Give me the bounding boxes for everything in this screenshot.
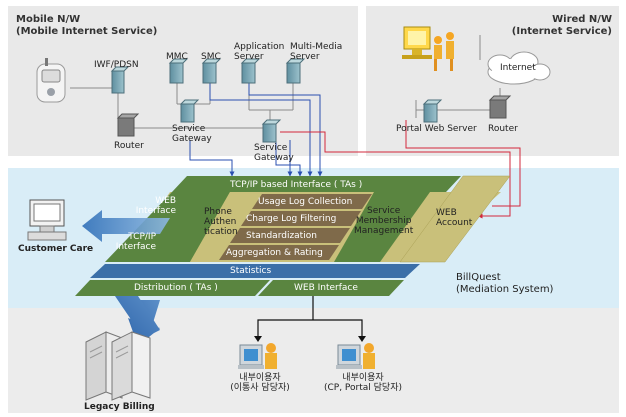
legacy-arrow-body (115, 296, 160, 342)
customer-care-pc-icon (27, 199, 67, 241)
red-data-lines (280, 120, 521, 219)
internal-user-2-icon (336, 343, 375, 369)
mobile-network-title: Mobile N/W(Mobile Internet Service) (16, 14, 158, 37)
multimedia-server-icon (285, 58, 306, 84)
mobile-phone-icon (36, 58, 66, 103)
mobile-router-icon (116, 113, 140, 137)
customer-care-label: Customer Care (18, 244, 94, 254)
statistics-label: Statistics (230, 266, 272, 276)
aggregation-label: Aggregation & Rating (226, 248, 323, 258)
blue-data-lines (189, 80, 323, 177)
customer-care-arrow (82, 210, 170, 242)
distribution-label: Distribution ( TAs ) (134, 283, 218, 293)
application-server-icon (240, 58, 261, 84)
tcpip-interface-bar-label: TCP/IP based Interface ( TAs ) (230, 180, 363, 190)
smc-label: SMC (201, 52, 221, 62)
legacy-billing-servers-icon (85, 331, 151, 401)
internal-user-1-label: 내부이용자(이통사 담당자) (230, 373, 290, 393)
internet-cloud-icon (487, 51, 551, 85)
billquest-platform (75, 175, 511, 296)
internal-users-connector (257, 296, 363, 338)
mmc-server-icon (168, 58, 189, 84)
charge-log-label: Charge Log Filtering (246, 214, 337, 224)
billquest-label: BillQuest(Mediation System) (456, 272, 554, 295)
iwf-pdsn-label: IWF/PDSN (94, 60, 139, 70)
home-user-pc-icon (402, 26, 454, 71)
wired-router-label: Router (488, 124, 518, 134)
wired-router-icon (488, 95, 512, 119)
smc-server-icon (201, 58, 222, 84)
usage-log-label: Usage Log Collection (258, 197, 353, 207)
mobile-router-label: Router (114, 141, 144, 151)
iwf-pdsn-server-icon (110, 66, 130, 94)
service-gateway-2-icon (261, 119, 282, 143)
internal-user-2-label: 내부이용자(CP, Portal 담당자) (323, 373, 402, 393)
internet-label: Internet (500, 63, 536, 73)
legacy-billing-label: Legacy Billing (84, 402, 155, 412)
internal-user-1-icon (238, 343, 277, 369)
mmc-label: MMC (166, 52, 188, 62)
standardization-label: Standardization (246, 231, 317, 241)
web-interface-bottom-label: WEB Interface (294, 283, 358, 293)
wired-network-title: Wired N/W(Internet Service) (511, 14, 612, 37)
portal-web-server-label: Portal Web Server (396, 124, 477, 134)
service-gateway-1-icon (179, 99, 200, 123)
portal-web-server-icon (422, 99, 443, 123)
